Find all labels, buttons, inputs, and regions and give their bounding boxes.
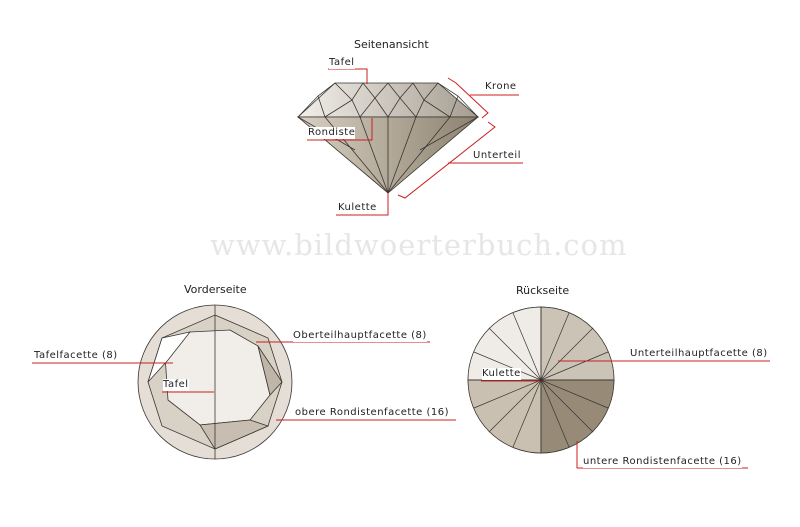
label-upper-girdle-facet: obere Rondistenfacette (16)	[295, 407, 450, 419]
label-star-facet: Tafelfacette (8)	[34, 350, 118, 362]
label-lower-girdle-facet: untere Rondistenfacette (16)	[583, 456, 742, 468]
leader-lines	[32, 68, 770, 469]
front-view-title: Vorderseite	[184, 283, 247, 296]
label-pavilion-main-facet: Unterteilhauptfacette (8)	[630, 348, 768, 360]
label-table-side: Tafel	[329, 57, 355, 69]
label-girdle: Rondiste	[308, 127, 356, 139]
label-crown: Krone	[485, 81, 517, 93]
label-bezel-facet: Oberteilhauptfacette (8)	[293, 330, 427, 342]
side-view-title: Seitenansicht	[354, 38, 429, 51]
back-view-title: Rückseite	[516, 284, 570, 297]
label-table-front: Tafel	[163, 379, 189, 391]
back-view-diamond	[467, 306, 615, 454]
label-pavilion: Unterteil	[473, 150, 521, 162]
front-view-diamond	[137, 304, 293, 460]
label-culet-side: Kulette	[338, 202, 377, 214]
label-culet-back: Kulette	[482, 368, 521, 380]
watermark: www.bildwoerterbuch.com	[210, 228, 628, 262]
